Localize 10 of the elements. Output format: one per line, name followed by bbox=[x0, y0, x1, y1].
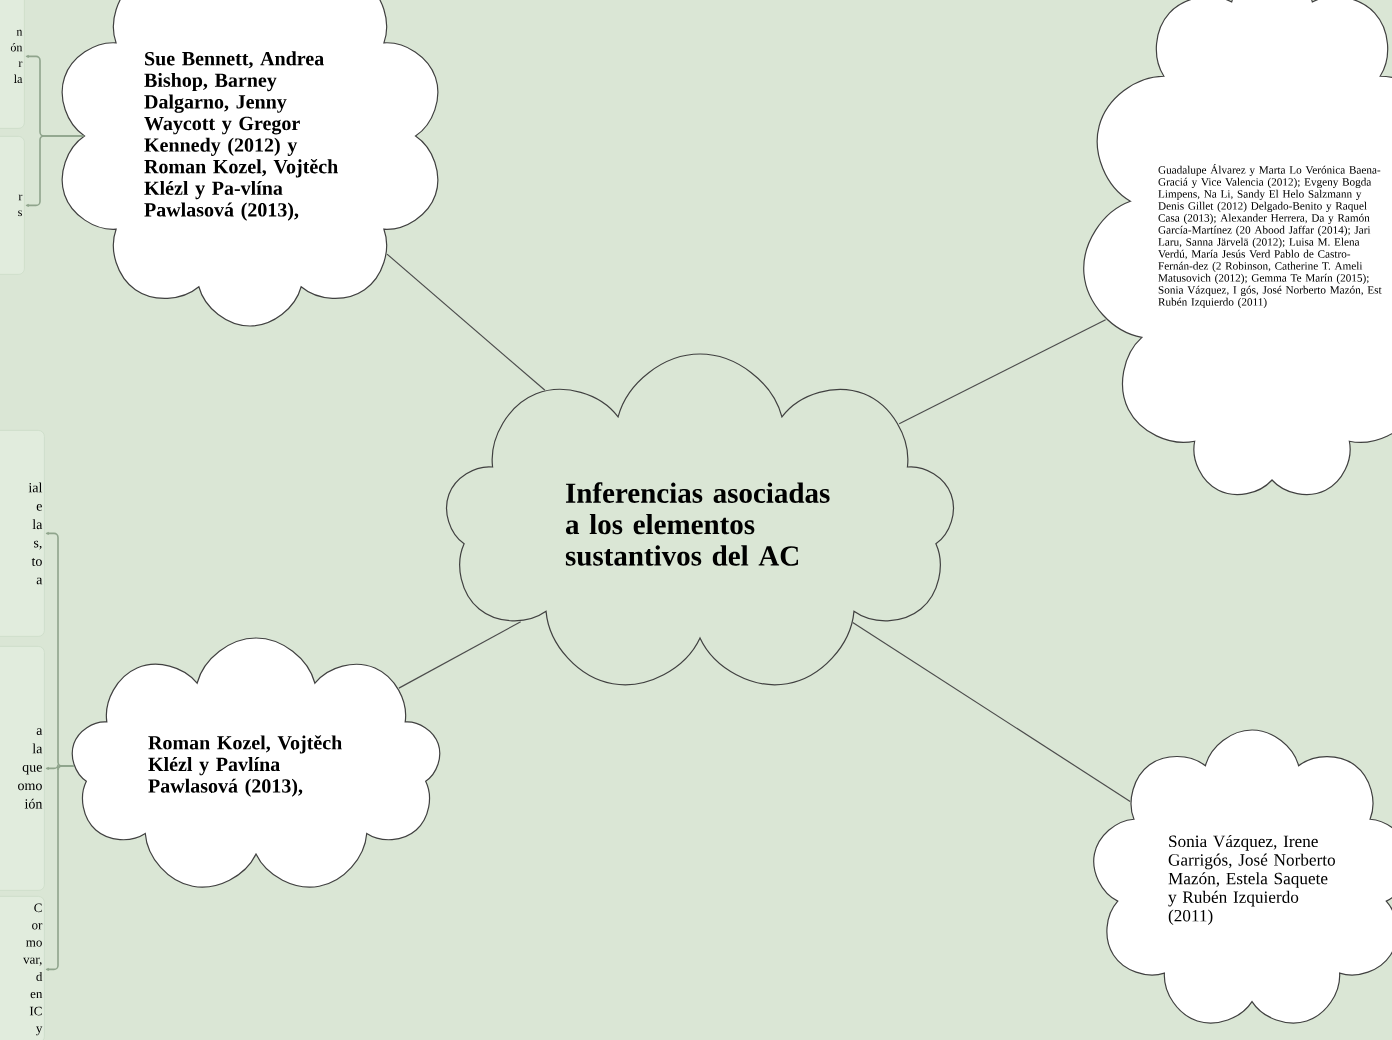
central-topic-cloud: Inferencias asociadas a los elementos sustantivos del AC bbox=[445, 353, 955, 686]
topic-cloud: Roman Kozel, Vojtěch Klézl y Pavlína Pawlasová (2013), bbox=[71, 637, 441, 888]
topic-cloud: Sonia Vázquez, Irene Garrigós, José Norberto Mazón, Estela Saquete y Rubén Izquierdo (2011) bbox=[1093, 729, 1392, 1024]
connector-line bbox=[386, 253, 546, 391]
bracket-connector bbox=[45, 765, 75, 971]
connector-line bbox=[398, 621, 522, 689]
connector-line bbox=[852, 621, 1131, 803]
topic-cloud: Sue Bennett, Andrea Bishop, Barney Dalgarno, Jenny Waycott y Gregor Kennedy (2012) y Roman Kozel, Vojtěch Klézl y Pa-vlína Pawlasová (2013), bbox=[61, 0, 439, 327]
bracket-connector bbox=[25, 135, 85, 207]
connector-line bbox=[898, 319, 1107, 425]
